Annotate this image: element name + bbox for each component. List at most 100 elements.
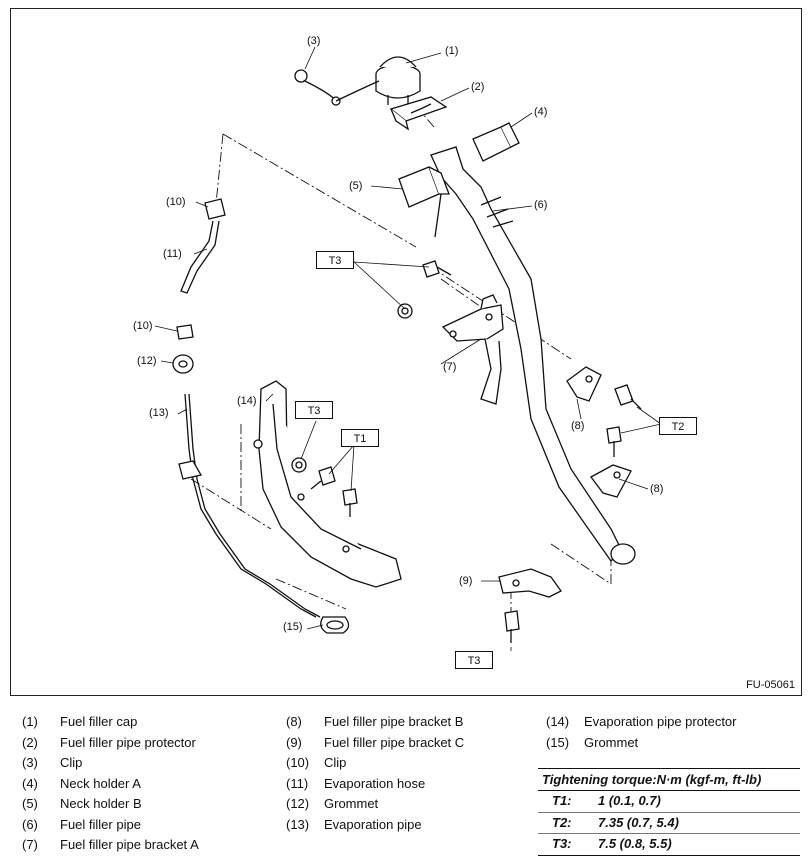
legend-num: (14) [546, 714, 570, 729]
callout-10-upper: (10) [166, 196, 186, 208]
callout-9: (9) [459, 575, 473, 587]
legend-num: (7) [22, 837, 38, 852]
torque-row: T2: 7.35 (0.7, 5.4) [538, 813, 800, 834]
legend-name: Fuel filler pipe bracket A [60, 837, 199, 852]
legend-item: (2) Fuel filler pipe protector [22, 733, 199, 754]
legend-name: Fuel filler pipe [60, 816, 141, 832]
callout-11: (11) [163, 248, 182, 260]
legend-item: (12) Grommet [286, 794, 464, 815]
legend-item: (7) Fuel filler pipe bracket A [22, 835, 199, 856]
callout-10-lower: (10) [133, 320, 153, 332]
legend-num: (5) [22, 796, 38, 811]
legend-name: Fuel filler pipe protector [60, 734, 196, 750]
torque-tag-t2: T2 [659, 417, 697, 435]
legend-num: (2) [22, 734, 38, 750]
torque-value: 1 (0.1, 0.7) [598, 793, 661, 808]
filler-pipe-bracket-b-upper [566, 366, 602, 402]
legend-name: Grommet [324, 796, 379, 811]
legend-item: (5)Neck holder B [22, 794, 199, 815]
callout-6: (6) [534, 199, 548, 211]
legend-num: (8) [286, 714, 302, 729]
leader-lines [154, 46, 662, 651]
legend-column-1: (1)Fuel filler cap (2) Fuel filler pipe p… [22, 712, 199, 856]
legend-num: (15) [546, 734, 570, 750]
legend-name: Evaporation pipe [324, 816, 422, 832]
callout-13: (13) [149, 407, 169, 419]
callout-15: (15) [283, 621, 303, 633]
neck-holder-a-part [472, 122, 520, 162]
evaporation-pipe-protector-part [253, 380, 402, 588]
torque-row: T1: 1 (0.1, 0.7) [538, 791, 800, 813]
clip-upper-part [204, 198, 226, 220]
legend-item: (6) Fuel filler pipe [22, 815, 199, 836]
legend-name: Clip [324, 755, 347, 770]
torque-key: T2: [552, 814, 572, 830]
legend-name: Fuel filler pipe bracket C [324, 734, 465, 750]
callout-8-lower: (8) [650, 483, 664, 495]
legend-num: (12) [286, 796, 310, 811]
bolt-t3-lower [504, 610, 520, 643]
filler-pipe-bracket-c-part [498, 568, 562, 598]
legend-item: (9) Fuel filler pipe bracket C [286, 733, 464, 754]
filler-pipe-bracket-a-part [441, 294, 504, 405]
callout-2: (2) [471, 81, 485, 93]
figure-id: FU-05061 [746, 679, 795, 691]
diagram-drawing [154, 46, 662, 651]
grommet-upper-part [172, 354, 194, 374]
legend-name: Fuel filler pipe bracket B [324, 714, 464, 729]
fuel-filler-cap-part [375, 56, 421, 105]
legend-item: (4)Neck holder A [22, 774, 199, 795]
legend-num: (13) [286, 816, 310, 832]
callout-7: (7) [443, 361, 457, 373]
fuel-filler-pipe-part [430, 146, 636, 565]
callout-14: (14) [237, 395, 257, 407]
legend-name: Neck holder A [60, 775, 141, 791]
legend-item: (10) Clip [286, 753, 464, 774]
legend-item: (15) Grommet [546, 733, 736, 754]
legend-item: (8) Fuel filler pipe bracket B [286, 712, 464, 733]
callout-5: (5) [349, 180, 363, 192]
exploded-parts-diagram: (1) (2) (3) (4) (5) (6) (7) (8) (8) (9) … [10, 8, 802, 696]
legend-item: (1)Fuel filler cap [22, 712, 199, 733]
filler-pipe-bracket-b-lower [590, 464, 632, 498]
clip-lower-part [176, 324, 194, 340]
torque-key: T1: [552, 793, 572, 808]
bolt-t2-upper [614, 384, 642, 410]
legend-num: (11) [286, 775, 309, 791]
legend-item: (3)Clip [22, 753, 199, 774]
legend-name: Evaporation pipe protector [584, 714, 737, 729]
legend-num: (9) [286, 734, 302, 750]
torque-tag-t1: T1 [341, 429, 379, 447]
callout-4: (4) [534, 106, 548, 118]
evaporation-pipe-part [178, 393, 321, 618]
bolt-t3-upper [422, 260, 452, 278]
cap-clip-part [294, 69, 380, 106]
legend-name: Evaporation hose [324, 775, 426, 791]
callout-12: (12) [137, 355, 157, 367]
legend-num: (6) [22, 816, 38, 832]
legend-num: (1) [22, 714, 38, 729]
legend-column-3: (14) Evaporation pipe protector (15) Gromm… [546, 712, 736, 753]
bolt-t2-lower [606, 426, 622, 457]
legend-item: (11) Evaporation hose [286, 774, 464, 795]
legend-num: (10) [286, 755, 310, 770]
torque-value: 7.35 (0.7, 5.4) [598, 814, 679, 830]
nut-t3-upper [397, 303, 413, 319]
torque-value: 7.5 (0.8, 5.5) [598, 836, 672, 851]
tightening-torque-table: Tightening torque:N·m (kgf-m, ft-lb) T1:… [538, 768, 800, 856]
torque-row: T3:7.5 (0.8, 5.5) [538, 834, 800, 856]
torque-tag-t3-lower: T3 [455, 651, 493, 669]
legend-column-2: (8) Fuel filler pipe bracket B (9) Fuel fi… [286, 712, 464, 835]
callout-1: (1) [445, 45, 459, 57]
legend-item: (13) Evaporation pipe [286, 815, 464, 836]
legend-item: (14) Evaporation pipe protector [546, 712, 736, 733]
grommet-lower-part [320, 616, 350, 634]
torque-header: Tightening torque:N·m (kgf-m, ft-lb) [538, 768, 800, 791]
bolt-t1-b [342, 488, 358, 517]
torque-tag-t3-upper: T3 [316, 251, 354, 269]
neck-holder-b-part [398, 166, 450, 238]
evaporation-hose-part [180, 208, 226, 294]
legend-name: Grommet [584, 734, 639, 750]
filler-pipe-protector-part [389, 96, 448, 131]
legend-num: (3) [22, 755, 38, 770]
